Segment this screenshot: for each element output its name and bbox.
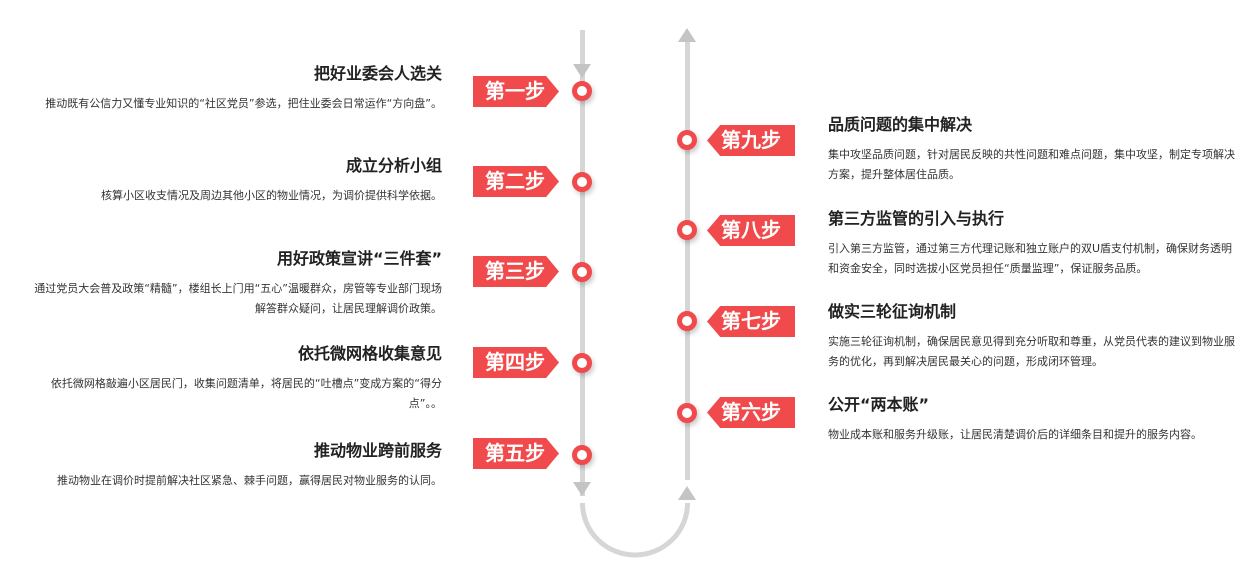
step-tag: 第二步 [473, 166, 559, 197]
step-title: 品质问题的集中解决 [828, 115, 973, 134]
step-desc: 通过党员大会普及政策“精髓”，楼组长上门用“五心”温暖群众，房管等专业部门现场解… [34, 282, 442, 315]
step-title: 做实三轮征询机制 [828, 302, 957, 321]
step-desc: 推动物业在调价时提前解决社区紧急、棘手问题，赢得居民对物业服务的认同。 [57, 474, 442, 487]
arrow-down-icon [573, 482, 591, 496]
step-node-icon [572, 262, 592, 282]
step-desc: 实施三轮征询机制，确保居民意见得到充分听取和尊重，从党员代表的建议到物业服务的优… [828, 335, 1235, 368]
step-desc: 核算小区收支情况及周边其他小区的物业情况，为调价提供科学依据。 [101, 189, 442, 202]
step-tag: 第九步 [707, 125, 795, 156]
step-node-icon [677, 311, 697, 331]
step-title: 依托微网格收集意见 [297, 344, 442, 363]
step-node-icon [677, 220, 697, 240]
step-desc: 依托微网格敲遍小区居民门，收集问题清单，将居民的“吐槽点”变成方案的“得分点”。… [50, 377, 442, 410]
step-node-icon [677, 130, 697, 150]
step-node-icon [572, 172, 592, 192]
step-desc: 物业成本账和服务升级账，让居民清楚调价后的详细条目和提升的服务内容。 [828, 428, 1202, 441]
step-tag: 第一步 [473, 76, 559, 107]
step-tag: 第六步 [707, 397, 795, 428]
step-desc: 引入第三方监管，通过第三方代理记账和独立账户的双U盾支付机制，确保财务透明和资金… [828, 242, 1233, 275]
step-desc: 集中攻坚品质问题，针对居民反映的共性问题和难点问题，集中攻坚，制定专项解决方案，… [828, 148, 1235, 181]
step-title: 第三方监管的引入与执行 [828, 209, 1005, 228]
step-tag: 第八步 [707, 215, 795, 246]
step-node-icon [572, 353, 592, 373]
arrow-up-icon [678, 486, 696, 500]
step-title: 公开“两本账” [828, 395, 930, 414]
arrow-down-icon [573, 64, 591, 78]
step-tag: 第四步 [473, 347, 559, 378]
step-title: 用好政策宣讲“三件套” [276, 249, 442, 268]
step-node-icon [572, 445, 592, 465]
step-title: 推动物业跨前服务 [313, 441, 442, 460]
step-title: 成立分析小组 [345, 156, 442, 175]
step-title: 把好业委会人选关 [313, 64, 442, 83]
right-flow-line [685, 40, 690, 480]
step-tag: 第七步 [707, 306, 795, 337]
arrow-up-icon [678, 28, 696, 42]
step-tag: 第三步 [473, 256, 559, 287]
step-node-icon [677, 403, 697, 423]
step-tag: 第五步 [473, 438, 559, 469]
step-desc: 推动既有公信力又懂专业知识的“社区党员”参选，把住业委会日常运作“方向盘”。 [45, 97, 442, 110]
u-turn-connector [580, 502, 690, 558]
step-node-icon [572, 81, 592, 101]
